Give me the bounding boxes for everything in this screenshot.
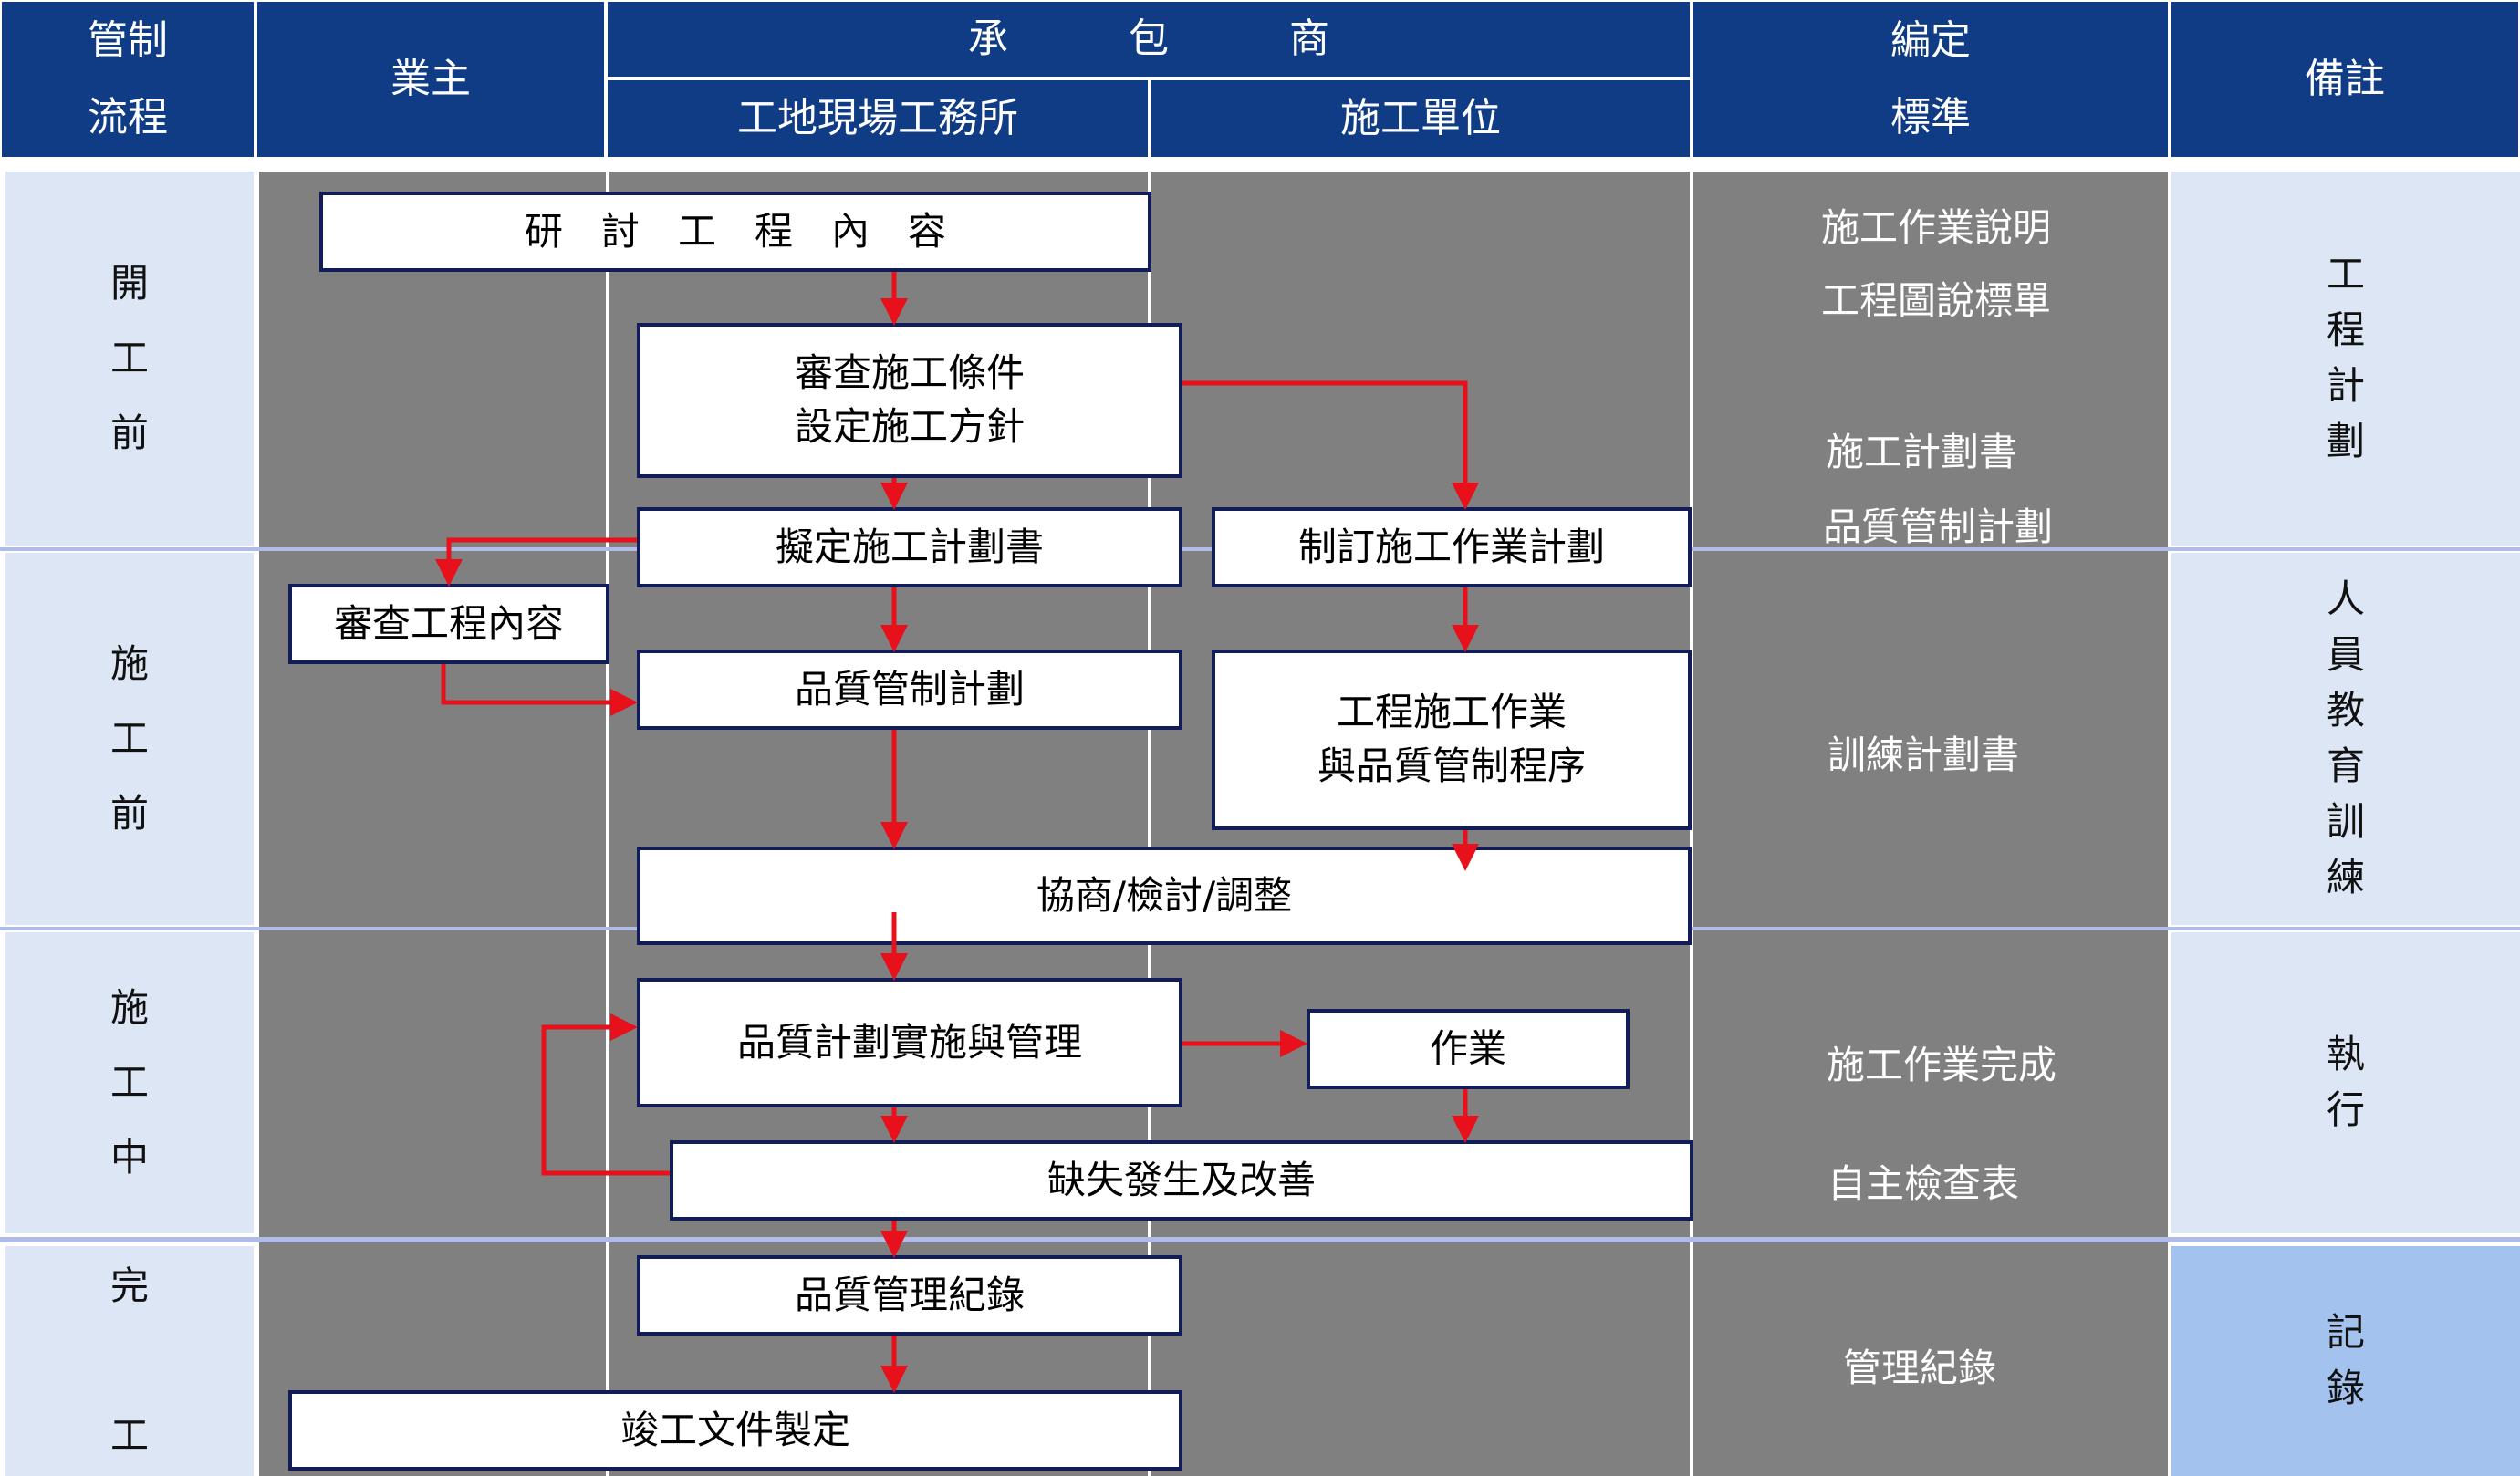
box-completion-documents: 竣工文件製定 [288,1390,1182,1471]
standard-self-inspection: 自主檢查表 [1827,1161,2020,1206]
header-control-flow: 管制 流程 [2,2,254,157]
phase-before-start: 開 工 前 [5,172,254,546]
standard-construction-plan: 施工計劃書 [1825,430,2018,474]
box-implement-quality-plan: 品質計劃實施與管理 [637,978,1182,1107]
phase-during-construction: 施 工 中 [5,932,254,1233]
phase-divider [0,1237,2520,1242]
header-standards: 編定 標準 [1693,2,2168,157]
header-remarks: 備註 [2171,2,2518,157]
phase-completion: 完 工 [5,1246,254,1476]
box-defects-improvement: 缺失發生及改善 [670,1140,1693,1221]
header-construction-unit: 施工單位 [1151,80,1690,157]
standard-drawings-bid-list: 工程圖說標單 [1820,278,2052,323]
remark-staff-training: 人 員 教 育 訓 練 [2171,553,2520,925]
standard-training-plan: 訓練計劃書 [1827,733,2020,777]
remark-project-plan: 工 程 計 劃 [2171,172,2520,546]
lane-owner [259,172,606,1476]
box-work-plan: 制訂施工作業計劃 [1212,507,1692,587]
remark-execute: 執 行 [2171,932,2520,1233]
lane-standards [1693,172,2168,1476]
box-work-quality-procedure: 工程施工作業 與品質管制程序 [1212,650,1692,830]
box-negotiate-review-adjust: 協商/檢討/調整 [637,847,1692,945]
box-draft-construction-plan: 擬定施工計劃書 [637,507,1182,587]
box-quality-control-plan: 品質管制計劃 [637,650,1182,730]
standard-work-completion: 施工作業完成 [1826,1043,2057,1087]
box-review-project-content: 研 討 工 程 內 容 [319,192,1151,272]
standard-work-instructions: 施工作業說明 [1820,205,2052,250]
standard-management-record: 管理紀錄 [1842,1346,1997,1390]
box-quality-record: 品質管理紀錄 [637,1255,1182,1336]
header-owner: 業主 [257,2,604,157]
phase-pre-construction: 施 工 前 [5,553,254,925]
header-site-office: 工地現場工務所 [608,80,1148,157]
box-owner-review: 審查工程內容 [288,584,609,664]
box-review-conditions: 審查施工條件 設定施工方針 [637,323,1182,478]
remark-record: 記 錄 [2171,1246,2520,1476]
header-contractor: 承 包 商 [608,2,1690,77]
standard-quality-control-plan: 品質管制計劃 [1822,504,2054,549]
box-operation: 作業 [1307,1009,1630,1089]
